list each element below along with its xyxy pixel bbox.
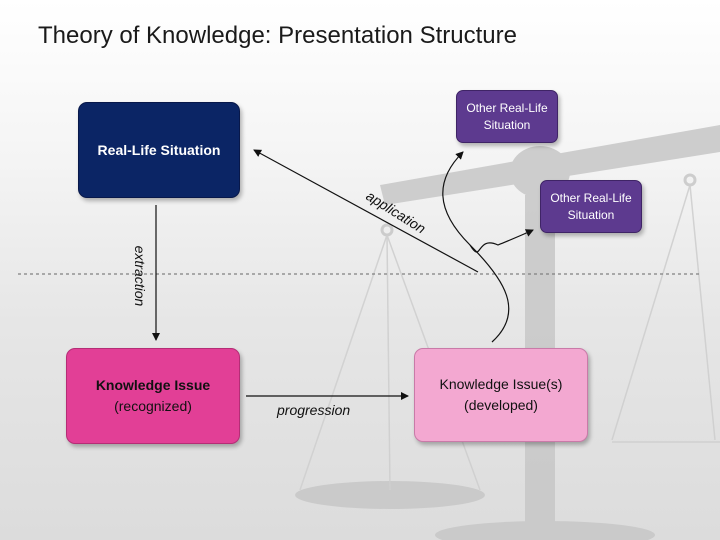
knowledge-issue-box: Knowledge Issue (recognized): [66, 348, 240, 444]
real-life-situation-box: Real-Life Situation: [78, 102, 240, 198]
real-life-situation-label: Real-Life Situation: [97, 142, 221, 158]
other-situation-2-line2: Situation: [567, 207, 615, 222]
knowledge-issues-developed-sublabel: (developed): [464, 397, 538, 413]
progression-label: progression: [277, 402, 351, 418]
other-situation-box-2: Other Real-Life Situation: [540, 180, 642, 233]
knowledge-issues-developed-label: Knowledge Issue(s): [439, 376, 563, 392]
branch-curve-2: [469, 229, 534, 253]
knowledge-issue-label: Knowledge Issue: [95, 377, 211, 393]
other-situation-1-line2: Situation: [483, 117, 531, 132]
knowledge-issues-developed-box: Knowledge Issue(s) (developed): [414, 348, 588, 442]
extraction-label: extraction: [132, 245, 148, 307]
knowledge-issue-sublabel: (recognized): [114, 398, 192, 414]
other-situation-1-line1: Other Real-Life: [466, 100, 548, 115]
application-arrow: [253, 149, 479, 273]
branch-curve-1: [442, 151, 510, 343]
other-situation-box-1: Other Real-Life Situation: [456, 90, 558, 143]
other-situation-2-line1: Other Real-Life: [550, 190, 632, 205]
slide-title: Theory of Knowledge: Presentation Struct…: [38, 22, 517, 49]
